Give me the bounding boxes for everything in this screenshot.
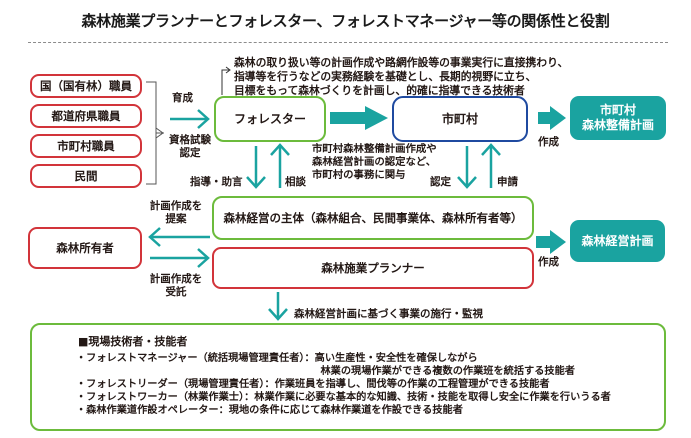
field-staff-item: 林業の現場作業ができる複数の作業班を統括する技能者 — [76, 366, 575, 377]
field-staff-item: ・フォレストマネージャー（統括現場管理責任者）：高い生産性・安全性を確保しながら — [76, 353, 478, 364]
municipality-label: 市町村 — [441, 111, 478, 126]
forest-owner-label: 森林所有者 — [56, 240, 114, 255]
municipal-plan-line1: 市町村 — [599, 103, 636, 117]
teian-label: 計画作成を 提案 — [148, 200, 204, 226]
forester-to-municipality-arrow — [330, 106, 388, 130]
nintei-label: 認定 — [430, 176, 451, 188]
source-box-municipal: 市町村職員 — [30, 134, 142, 158]
forest-owner-box: 森林所有者 — [28, 227, 142, 269]
source-box-private: 民間 — [30, 164, 142, 188]
source-label: 民間 — [74, 168, 98, 183]
forester-description-connector — [221, 69, 229, 95]
management-plan-box: 森林経営計画 — [570, 220, 665, 262]
management-entity-label: 森林経営の主体（森林組合、民間事業体、森林所有者等） — [223, 210, 523, 225]
page-title: 森林施業プランナーとフォレスター、フォレストマネージャー等の関係性と役割 — [81, 12, 610, 30]
shikaku-label: 資格試験 認定 — [164, 134, 216, 160]
field-staff-box: ■現場技術者・技能者 ・フォレストマネージャー（統括現場管理責任者）：高い生産性… — [30, 323, 666, 431]
management-entity-box: 森林経営の主体（森林組合、民間事業体、森林所有者等） — [212, 196, 534, 240]
field-staff-item: ・森林作業道作設オペレーター：現地の条件に応じて森林作業道を作設できる技能者 — [76, 405, 463, 416]
municipality-description-line: 森林経営計画の認定など、 — [312, 156, 437, 168]
source-box-national: 国（国有林）職員 — [30, 74, 142, 98]
teian-label-line2: 提案 — [165, 213, 187, 226]
source-label: 国（国有林）職員 — [40, 78, 132, 93]
forester-description-line: 指導等を行うなどの実務経験を基礎とし、長期的視野に立ち、 — [234, 70, 537, 83]
source-box-prefecture: 都道府県職員 — [30, 104, 142, 128]
municipality-description-line: 市町村森林整備計画作成や — [312, 143, 437, 155]
sources-bracket — [146, 81, 164, 185]
jutaku-label: 計画作成を 受託 — [148, 273, 204, 299]
planner-label: 森林施業プランナー — [321, 260, 425, 275]
jutaku-label-line1: 計画作成を — [149, 273, 203, 285]
teian-label-line1: 計画作成を — [149, 200, 203, 212]
execution-label: 森林経営計画に基づく事業の施行・監視 — [294, 308, 483, 320]
municipality-description: 市町村森林整備計画作成や 森林経営計画の認定など、 市町村の事務に関与 — [312, 143, 437, 182]
teian-arrow — [148, 227, 210, 247]
jutaku-label-line2: 受託 — [165, 286, 187, 299]
shikaku-label-line1: 資格試験 — [169, 134, 211, 146]
management-plan-label: 森林経営計画 — [581, 233, 654, 248]
municipality-to-plan-arrow — [538, 106, 566, 130]
execution-arrow — [268, 292, 288, 321]
sodan-arrow — [270, 143, 290, 188]
ikusei-label: 育成 — [172, 92, 193, 104]
field-staff-item: ・フォレストワーカー（林業作業士）：林業作業に必要な基本的な知識、技術・技能を取… — [76, 392, 611, 403]
forester-label: フォレスター — [233, 111, 306, 126]
shido-label: 指導・助言 — [190, 176, 243, 188]
ikusei-arrow — [170, 109, 210, 129]
entity-to-plan-arrow — [536, 230, 566, 254]
forester-description: 森林の取り扱い等の計画作成や路網作設等の事業実行に直接携わり、 指導等を行うなど… — [234, 56, 568, 98]
nintei-arrow — [457, 146, 477, 189]
jutaku-arrow — [150, 248, 210, 268]
shinsei-label: 申請 — [497, 176, 518, 188]
forester-description-line: 目標をもって森林づくりを計画し、的確に指導できる技術者 — [234, 84, 525, 97]
source-label: 市町村職員 — [57, 138, 115, 153]
field-staff-list: ・フォレストマネージャー（統括現場管理責任者）：高い生産性・安全性を確保しながら… — [76, 352, 611, 417]
forester-description-line: 森林の取り扱い等の計画作成や路網作設等の事業実行に直接携わり、 — [234, 56, 569, 69]
title-divider — [28, 42, 668, 43]
municipality-box: 市町村 — [392, 96, 528, 142]
source-label: 都道府県職員 — [51, 108, 121, 123]
forester-box: フォレスター — [214, 96, 326, 142]
municipal-plan-box: 市町村 森林整備計画 — [570, 96, 666, 140]
sakusei-label-municipal: 作成 — [538, 136, 559, 148]
shinsei-arrow — [481, 143, 501, 188]
field-staff-item: ・フォレストリーダー（現場管理責任者）：作業班員を指導し、間伐等の作業の工程管理… — [76, 379, 550, 390]
shido-arrow — [246, 146, 266, 189]
sakusei-label-management: 作成 — [538, 256, 559, 268]
municipal-plan-line2: 森林整備計画 — [581, 118, 654, 132]
forester-description-arrowhead — [225, 66, 231, 74]
shikaku-label-line2: 認定 — [179, 147, 201, 160]
planner-box: 森林施業プランナー — [212, 247, 534, 289]
sources-bracket-chevron — [155, 127, 164, 139]
field-staff-heading: ■現場技術者・技能者 — [78, 335, 188, 348]
sodan-label: 相談 — [285, 176, 306, 188]
municipality-description-line: 市町村の事務に関与 — [312, 169, 406, 181]
